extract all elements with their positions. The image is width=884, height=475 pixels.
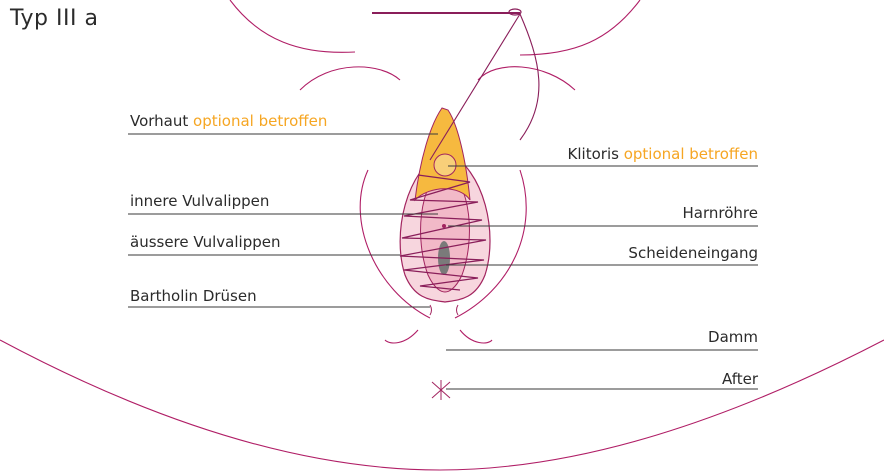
label-scheideneingang: Scheideneingang	[628, 244, 758, 262]
label-klitoris: Klitoris optional betroffen	[568, 145, 758, 163]
anus-star-icon	[432, 380, 450, 400]
label-aeussere-vulvalippen: äussere Vulvalippen	[130, 233, 281, 251]
label-vorhaut-text: Vorhaut	[130, 112, 188, 130]
label-vorhaut-optional: optional betroffen	[193, 112, 327, 130]
bartholin-marks	[430, 305, 458, 315]
clitoris-shape	[434, 154, 456, 176]
label-innere-vulvalippen: innere Vulvalippen	[130, 192, 269, 210]
label-vorhaut: Vorhaut optional betroffen	[130, 112, 327, 130]
label-klitoris-text: Klitoris	[568, 145, 619, 163]
needle-icon	[372, 9, 521, 15]
label-damm: Damm	[708, 328, 758, 346]
label-harnroehre: Harnröhre	[683, 204, 758, 222]
urethra-dot	[442, 224, 446, 228]
label-klitoris-optional: optional betroffen	[624, 145, 758, 163]
label-after: After	[722, 370, 758, 388]
label-bartholin-druesen: Bartholin Drüsen	[130, 287, 257, 305]
